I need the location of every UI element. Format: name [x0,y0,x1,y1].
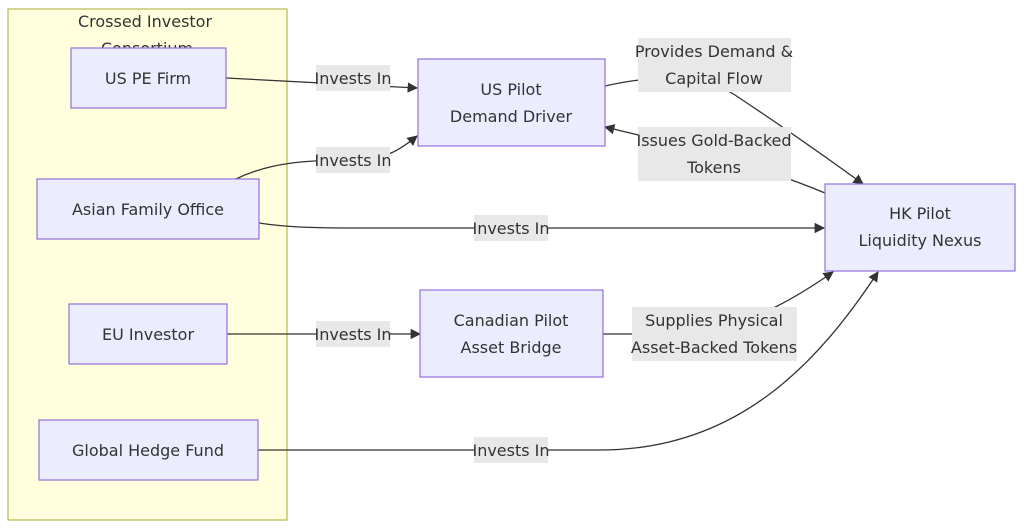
edge-label-line2: Capital Flow [665,69,763,88]
edge-label-line1: Supplies Physical [645,311,783,330]
edge-label-line2: Asset-Backed Tokens [631,338,797,357]
node-label: EU Investor [102,325,194,344]
node-label-line2: Demand Driver [450,107,573,126]
label-provides-demand: Provides Demand & Capital Flow [635,38,793,92]
edge-label-line1: Provides Demand & [635,42,793,61]
node-global-hedge-fund[interactable]: Global Hedge Fund [38,419,259,481]
edge-label-text: Invests In [314,325,391,344]
edge-asian-to-hk [258,222,826,234]
node-label-line1: US Pilot [480,80,541,99]
edge-labels: Invests In Invests In Invests In Invests… [314,38,797,463]
node-label: Global Hedge Fund [72,441,224,460]
node-label-line2: Liquidity Nexus [858,231,981,250]
label-asian-invests-hk: Invests In [472,215,550,241]
node-us-pilot[interactable]: US Pilot Demand Driver [417,58,606,147]
edge-label-text: Invests In [472,441,549,460]
node-label-line1: Canadian Pilot [454,311,569,330]
node-label-line2: Asset Bridge [461,338,562,357]
edge-label-line1: Issues Gold-Backed [636,131,791,150]
node-us-pe-firm[interactable]: US PE Firm [70,47,227,109]
node-label: US PE Firm [105,69,191,88]
label-us-pe-invests: Invests In [314,65,392,91]
node-eu-investor[interactable]: EU Investor [68,303,228,365]
node-label: Asian Family Office [72,200,224,219]
group-title-line1: Crossed Investor [78,12,213,31]
label-eu-invests: Invests In [314,321,392,347]
nodes: US PE Firm Asian Family Office EU Invest… [36,47,1016,481]
node-hk-pilot[interactable]: HK Pilot Liquidity Nexus [824,183,1016,272]
edge-label-line2: Tokens [686,158,741,177]
edge-label-text: Invests In [472,219,549,238]
node-asian-family-office[interactable]: Asian Family Office [36,178,260,240]
node-label-line1: HK Pilot [889,204,951,223]
edge-label-text: Invests In [314,151,391,170]
label-issues-tokens: Issues Gold-Backed Tokens [636,127,792,181]
edge-hedge-to-hk [258,271,879,451]
label-hedge-invests: Invests In [472,437,550,463]
edge-label-text: Invests In [314,69,391,88]
label-asian-invests-us: Invests In [314,147,392,173]
label-supplies-physical: Supplies Physical Asset-Backed Tokens [631,307,797,361]
node-canadian-pilot[interactable]: Canadian Pilot Asset Bridge [419,289,604,378]
